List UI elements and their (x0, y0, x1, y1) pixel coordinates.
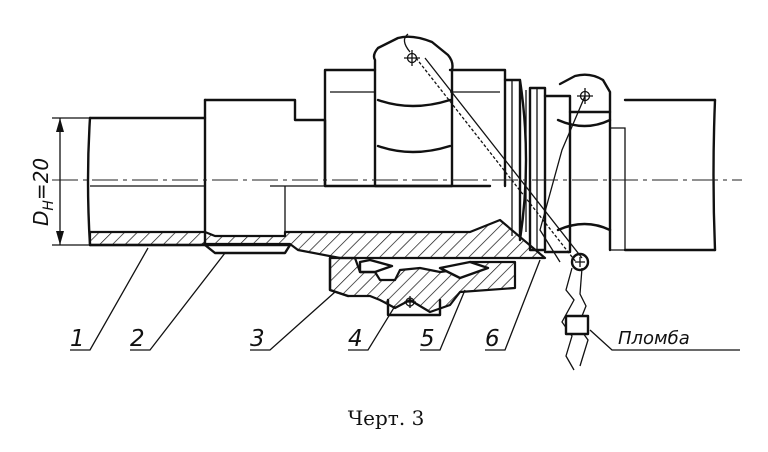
label-part-3: 3 (250, 326, 265, 352)
label-part-6: 6 (485, 326, 500, 352)
tail-piece (203, 98, 327, 247)
svg-text:DH=20: DH=20 (29, 158, 57, 226)
union-nut-right (528, 73, 626, 254)
pipe-left (86, 116, 207, 247)
label-part-5: 5 (420, 326, 435, 352)
pipe-wall-section (88, 218, 547, 260)
dimension-value: =20 (29, 158, 53, 200)
label-part-1: 1 (70, 326, 85, 352)
lead-seal (564, 314, 590, 336)
figure-caption: Черт. 3 (348, 406, 425, 430)
hex-nut-upper (372, 35, 454, 188)
seal-wire (403, 33, 590, 371)
lower-nut (328, 256, 517, 317)
diameter-dimension: DH=20 (29, 118, 64, 245)
label-part-2: 2 (130, 326, 145, 352)
label-seal: Пломба (618, 328, 690, 349)
pipe-right (623, 98, 717, 252)
dimension-symbol: D (29, 211, 53, 226)
label-part-4: 4 (348, 326, 363, 352)
leader-lines (70, 247, 740, 351)
dimension-subscript: H (41, 200, 57, 211)
union-nut-body (323, 68, 528, 242)
solder-fillet (203, 243, 292, 255)
